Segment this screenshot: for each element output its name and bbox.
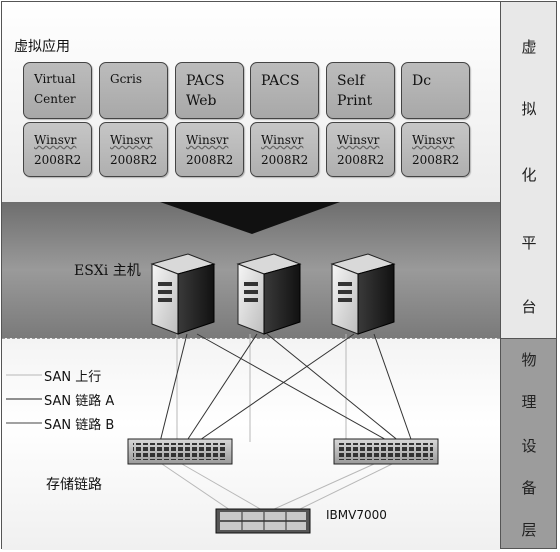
app-name: Virtual Center [34,72,76,106]
storage-device-label: IBMV7000 [326,508,387,522]
esxi-server-1 [150,253,216,335]
side-char: 台 [521,298,537,316]
app-name: Self Print [337,73,373,109]
os-version: 2008R2 [186,153,234,167]
san-uplink-lines [161,334,393,511]
os-name: Winsvr [261,133,304,147]
esxi-server-2 [236,253,302,335]
os-name: Winsvr [412,133,455,147]
physical-layer-label: 物 理 设 备 层 [500,338,556,548]
os-version: 2008R2 [337,153,385,167]
esxi-server-3 [330,253,396,335]
app-box-pacs-web: PACS Web [175,62,244,119]
app-box-virtual-center: Virtual Center [23,62,92,119]
side-char: 平 [521,234,537,252]
virtual-apps-label: 虚拟应用 [14,39,70,55]
side-char: 物 [521,351,537,369]
side-char: 拟 [521,100,537,118]
san-link-lines [159,333,413,443]
side-char: 虚 [521,38,537,56]
app-box-dc: Dc [401,62,470,119]
os-box: Winsvr 2008R2 [175,122,244,177]
app-name: PACS [261,73,300,89]
os-box: Winsvr 2008R2 [401,122,470,177]
app-box-pacs: PACS [250,62,319,119]
legend-san-link-b: SAN 链路 B [44,418,115,433]
ibm-v7000-storage [215,508,311,534]
app-name: PACS Web [186,73,225,109]
side-char: 化 [521,166,537,184]
app-box-self-print: Self Print [326,62,395,119]
side-char: 理 [521,393,537,411]
san-switch-a [127,438,233,465]
storage-link-label: 存储链路 [46,477,102,493]
os-name: Winsvr [186,133,229,147]
os-name: Winsvr [337,133,380,147]
os-box: Winsvr 2008R2 [250,122,319,177]
topology-graphics [6,202,439,534]
app-name: Gcris [110,72,143,86]
os-name: Winsvr [34,133,77,147]
os-box: Winsvr 2008R2 [23,122,92,177]
funnel-arrow [160,202,340,234]
side-char: 设 [521,437,537,455]
legend-san-link-a: SAN 链路 A [44,394,115,409]
os-box: Winsvr 2008R2 [326,122,395,177]
os-name: Winsvr [110,133,153,147]
side-char: 备 [521,479,537,497]
os-version: 2008R2 [261,153,309,167]
os-version: 2008R2 [110,153,158,167]
os-version: 2008R2 [34,153,82,167]
app-name: Dc [412,73,432,89]
virtualization-platform-label: 虚 拟 化 平 台 [500,2,556,338]
esxi-host-label: ESXi 主机 [74,263,141,279]
side-char: 层 [521,521,537,539]
app-box-gcris: Gcris [99,62,168,119]
san-switch-b [333,438,439,465]
os-box: Winsvr 2008R2 [99,122,168,177]
os-version: 2008R2 [412,153,460,167]
legend-san-uplink: SAN 上行 [44,370,102,385]
